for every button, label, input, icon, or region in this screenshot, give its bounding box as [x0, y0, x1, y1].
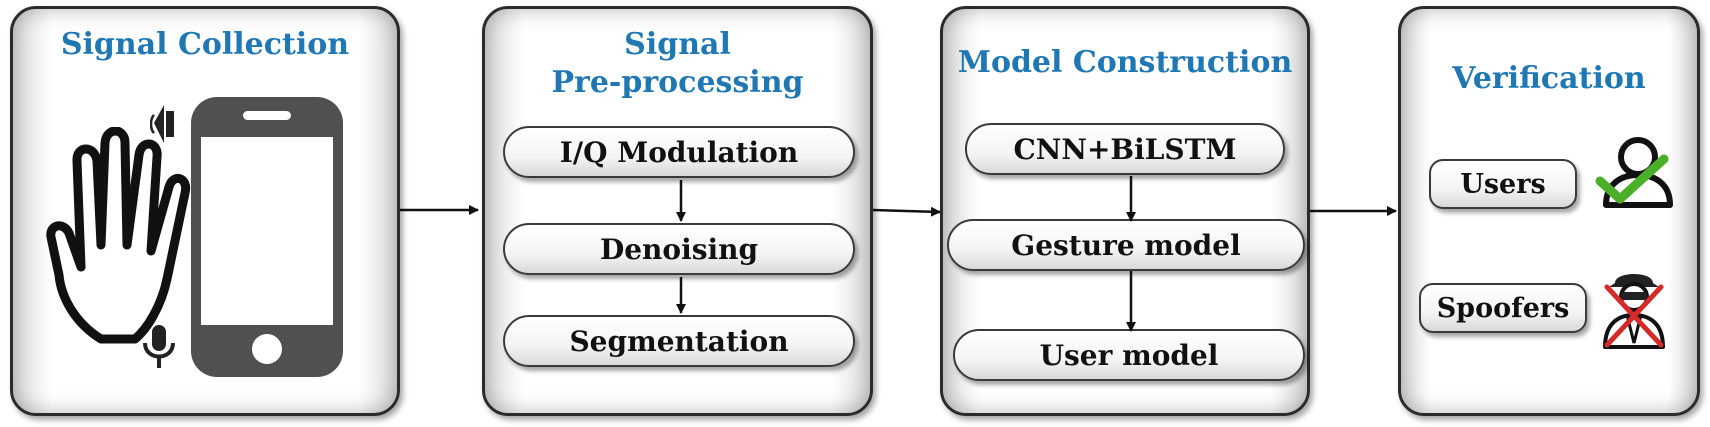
denoising-step: Denoising: [503, 223, 855, 275]
arrow-preprocessing-to-model: [872, 206, 941, 217]
panel-title: Model Construction: [957, 45, 1293, 80]
verification-panel: Verification Users Spoofers: [1398, 6, 1700, 416]
step-arrows: [676, 180, 686, 314]
user-model-step: User model: [953, 329, 1305, 381]
user-verified-icon: [1595, 137, 1673, 208]
speaker-icon: [150, 105, 174, 143]
gesture-model-step: Gesture model: [947, 219, 1305, 271]
panel-title-line2: Pre-processing: [551, 65, 804, 100]
panel-title: Verification: [1452, 61, 1646, 96]
hand-icon: [46, 127, 191, 344]
panel-title-line1: Signal: [624, 27, 731, 62]
model-construction-panel: Model Construction CNN+BiLSTM Gesture mo…: [940, 6, 1310, 416]
microphone-icon: [143, 325, 175, 368]
spoofers-label: Spoofers: [1419, 283, 1587, 333]
signal-collection-panel: Signal Collection: [10, 6, 400, 416]
panel-title: Signal Collection: [60, 27, 350, 62]
segmentation-step: Segmentation: [503, 315, 855, 367]
smartphone-icon: [191, 97, 343, 377]
cnn-bilstm-step: CNN+BiLSTM: [965, 123, 1285, 175]
spoofer-rejected-icon: [1603, 274, 1665, 349]
signal-preprocessing-panel: Signal Pre-processing I/Q Modulation Den…: [482, 6, 873, 416]
users-label: Users: [1429, 159, 1577, 209]
step-arrows: [1126, 176, 1136, 332]
iq-modulation-step: I/Q Modulation: [503, 126, 855, 178]
